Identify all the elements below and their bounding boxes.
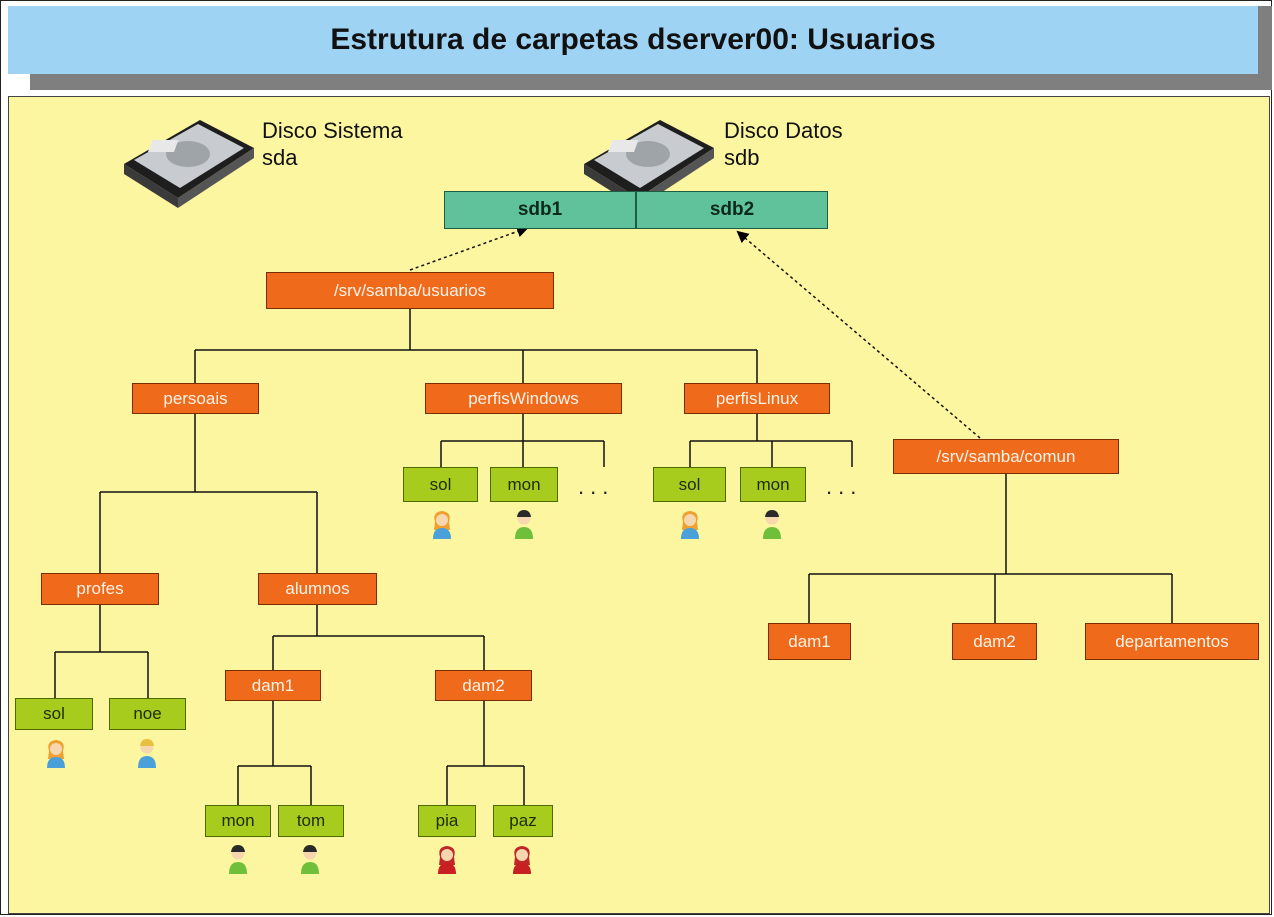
user-icon — [301, 845, 319, 874]
ellipsis: ... — [578, 474, 615, 499]
dir-comun-dam2: dam2 — [952, 623, 1037, 660]
title-shadow-right — [1258, 6, 1272, 90]
title-bar — [8, 6, 1258, 74]
user-icon — [763, 510, 781, 539]
system-disk-name: Disco Sistema — [262, 118, 403, 143]
user-icon — [438, 846, 456, 874]
user-icon — [681, 511, 699, 539]
user-icon — [138, 739, 156, 768]
title-shadow — [30, 74, 1258, 90]
dir-profes: profes — [41, 573, 159, 605]
dir-perfislinux: perfisLinux — [684, 383, 830, 414]
partition-sdb1: sdb1 — [444, 191, 636, 229]
dir-perfiswindows: perfisWindows — [425, 383, 622, 414]
diagram-canvas — [8, 96, 1270, 914]
system-disk-device: sda — [262, 145, 298, 170]
user-icon — [47, 740, 65, 768]
data-disk-device: sdb — [724, 145, 760, 170]
user-folder-mon: mon — [490, 467, 558, 502]
user-folder-mon: mon — [205, 805, 271, 837]
dir-comun-dam1: dam1 — [768, 623, 851, 660]
user-folder-pia: pia — [418, 805, 476, 837]
dir-alumnos-dam1: dam1 — [225, 670, 321, 701]
user-folder-paz: paz — [493, 805, 553, 837]
hard-disk-icon — [124, 120, 254, 208]
user-icon — [433, 511, 451, 539]
user-folder-noe: noe — [109, 698, 186, 730]
user-folder-sol: sol — [653, 467, 726, 502]
dir-alumnos: alumnos — [258, 573, 377, 605]
partition-sdb2: sdb2 — [636, 191, 828, 229]
dir-comun-departamentos: departamentos — [1085, 623, 1259, 660]
data-disk-name: Disco Datos — [724, 118, 843, 143]
user-folder-mon: mon — [740, 467, 806, 502]
dir-srv-samba-usuarios: /srv/samba/usuarios — [266, 272, 554, 309]
user-icon — [229, 845, 247, 874]
dir-alumnos-dam2: dam2 — [435, 670, 532, 701]
ellipsis: ... — [826, 474, 863, 499]
user-folder-sol: sol — [15, 698, 93, 730]
user-icon — [515, 510, 533, 539]
dir-srv-samba-comun: /srv/samba/comun — [893, 439, 1119, 474]
page-title: Estrutura de carpetas dserver00: Usuario… — [330, 23, 936, 56]
user-folder-sol: sol — [403, 467, 478, 502]
user-icon — [513, 846, 531, 874]
user-folder-tom: tom — [278, 805, 344, 837]
dir-persoais: persoais — [132, 383, 259, 414]
